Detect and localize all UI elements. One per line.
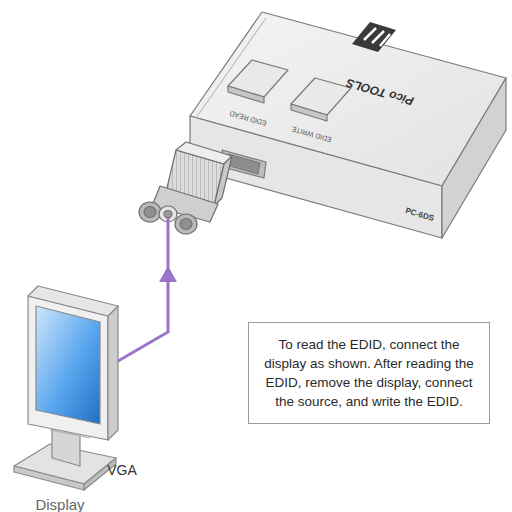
pico-tools-device bbox=[190, 12, 506, 238]
note-box: To read the EDID, connect the display as… bbox=[248, 322, 490, 424]
display-monitor bbox=[14, 286, 118, 490]
signal-label: VGA bbox=[107, 462, 137, 478]
vga-plug bbox=[139, 142, 232, 234]
device-label: Display bbox=[35, 496, 84, 512]
note-text: To read the EDID, connect the display as… bbox=[259, 335, 479, 411]
